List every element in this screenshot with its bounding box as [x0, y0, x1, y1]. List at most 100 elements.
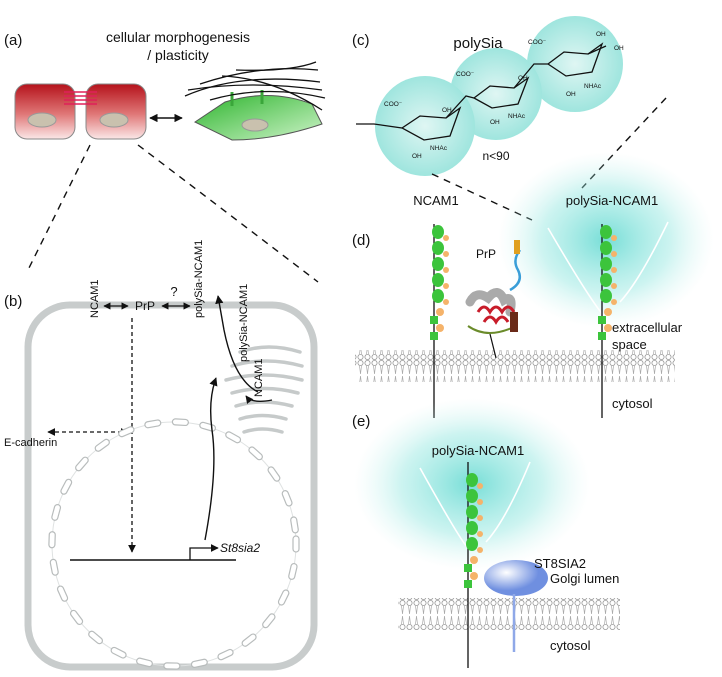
fn3-domain: [604, 308, 612, 316]
svg-text:OH: OH: [518, 75, 528, 82]
prp-label-d: PrP: [476, 247, 496, 261]
panel-a-letter: (a): [4, 32, 22, 49]
ig-domain: [432, 273, 444, 287]
nucleus-left: [27, 112, 57, 128]
polysia-ncam1-label-d: polySia-NCAM1: [566, 193, 658, 208]
ig-domain: [432, 257, 444, 271]
fn3-domain: [436, 308, 444, 316]
nuclear-envelope-segment: [144, 419, 162, 429]
polysia-chain-dot: [443, 267, 449, 273]
migrating-cell: [193, 95, 323, 141]
cell-junction: [64, 91, 97, 105]
nuclear-envelope-segment: [60, 478, 73, 495]
linker-domain: [430, 316, 438, 324]
ig-domain: [466, 489, 478, 503]
prp-label: PrP: [135, 299, 155, 313]
polysia-title: polySia: [453, 35, 503, 52]
st8sia2-label: ST8SIA2: [534, 556, 586, 571]
sialic-acid-unit-3: [527, 16, 623, 112]
nuclear-envelope-segment: [281, 490, 293, 507]
epithelial-cell-right: [85, 83, 147, 140]
polysia-chain-dot: [611, 267, 617, 273]
ig-domain: [466, 473, 478, 487]
epithelial-cell-left: [14, 83, 76, 140]
polysia-ncam1-domains-d: [598, 225, 617, 340]
polysia-chain-dot: [477, 547, 483, 553]
polysia-ncam1-label-e: polySia-NCAM1: [432, 443, 524, 458]
ig-domain: [432, 225, 444, 239]
nucleus-right: [99, 112, 129, 128]
panel-d: (d) NCAM1 polySia-NCAM1 PrP extracellula…: [352, 152, 714, 418]
panel-e: (e) polySia-NCAM1 ST8SIA2 Golgi lumen cy…: [352, 398, 620, 668]
svg-text:OH: OH: [614, 45, 624, 52]
golgi-apparatus: [224, 345, 304, 434]
nuclear-envelope-segment: [241, 633, 257, 647]
polysia-chain-dot: [443, 283, 449, 289]
st8sia2-gene: St8sia2: [220, 541, 260, 555]
question-mark: ?: [170, 284, 177, 299]
nuclear-envelope-segment: [118, 426, 135, 438]
ig-domain: [600, 289, 612, 303]
ig-domain: [600, 257, 612, 271]
svg-text:OH: OH: [490, 119, 500, 126]
neurite-fibers: [184, 61, 326, 111]
panel-b-letter: (b): [4, 293, 22, 310]
nuclear-envelope-segment: [56, 585, 69, 602]
nuclear-envelope-segment: [88, 630, 104, 645]
svg-text:OH: OH: [566, 91, 576, 98]
nuclear-envelope-segment: [48, 531, 56, 549]
nuclear-envelope-segment: [225, 431, 242, 444]
panel-b: (b) NCAM1 PrP ? polySia-NCAM1 E-cadherin…: [4, 240, 318, 671]
polysia-ncam1-label-golgi: polySia-NCAM1: [238, 284, 250, 362]
nuclear-envelope-segment: [49, 558, 59, 576]
ig-domain: [600, 273, 612, 287]
extracellular-label: extracellular: [612, 320, 683, 335]
cytosol-label-e: cytosol: [550, 638, 591, 653]
svg-text:COO⁻: COO⁻: [456, 71, 475, 78]
ncam1-label: NCAM1: [89, 279, 101, 318]
polysia-chain-dot: [477, 499, 483, 505]
polysia-chain-dot: [477, 483, 483, 489]
nuclear-envelope-segment: [248, 446, 263, 461]
ncam1-domains-d: [430, 225, 449, 340]
promoter-arrow: [189, 544, 219, 560]
polysia-chain-dot: [477, 531, 483, 537]
panel-a: (a) cellular morphogenesis / plasticity: [4, 29, 326, 283]
st8sia2-enzyme: [484, 560, 548, 652]
nuclear-envelope-segment: [190, 658, 208, 668]
polysia-ncam1-label-top: polySia-NCAM1: [193, 240, 205, 318]
fn3-domain: [470, 556, 478, 564]
cytosol-label-d: cytosol: [612, 396, 653, 411]
panel-e-letter: (e): [352, 413, 370, 430]
nuclear-envelope-segment: [51, 503, 62, 521]
ecadherin-label: E-cadherin: [4, 437, 57, 449]
svg-text:OH: OH: [596, 31, 606, 38]
nuclear-envelope-segment: [94, 438, 110, 452]
polysia-ncam1-molecule-d: [547, 221, 669, 418]
panel-c-letter: (c): [352, 32, 370, 49]
nuclear-envelope-segment: [171, 418, 189, 427]
polysialylation-arrow: [245, 395, 273, 404]
sugar-substituents: COO⁻ COO⁻ COO⁻ NHAc NHAc NHAc OH OH OH O…: [384, 31, 624, 160]
polysia-chain-dot: [611, 283, 617, 289]
nuclear-envelope-segment: [110, 646, 127, 659]
plasma-membrane-d: [355, 350, 675, 382]
nuclear-envelope-segments: [48, 418, 300, 670]
polysia-chain-dot: [443, 251, 449, 257]
linker-domain: [598, 316, 606, 324]
fn3-domain: [436, 324, 444, 332]
golgi-lumen-label: Golgi lumen: [550, 571, 619, 586]
ig-domain: [466, 505, 478, 519]
linker-domain: [598, 332, 606, 340]
repeat-count: n<90: [482, 149, 509, 163]
zoom-line-right: [137, 144, 319, 283]
linker-domain: [464, 580, 472, 588]
nuclear-envelope-segment: [267, 466, 281, 482]
prp-molecule: [465, 240, 522, 359]
svg-text:COO⁻: COO⁻: [384, 101, 403, 108]
golgi-membrane-e: [398, 598, 620, 630]
polysia-ncam1-molecule-e: [419, 461, 531, 668]
panel-a-title-line1: cellular morphogenesis: [106, 29, 250, 45]
nuclear-envelope-segment: [75, 456, 89, 472]
